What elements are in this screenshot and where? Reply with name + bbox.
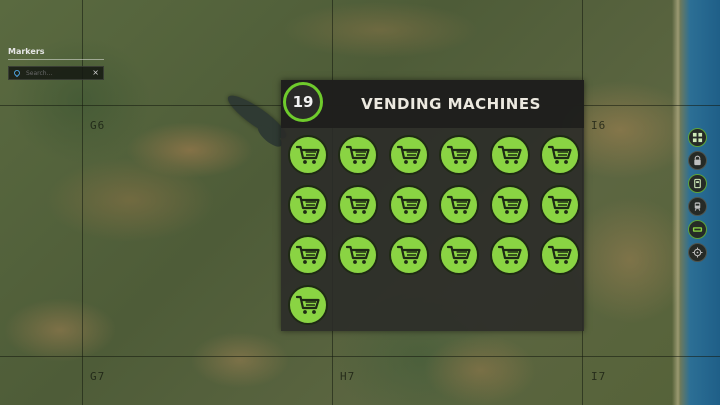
popup-header: 19 VENDING MACHINES [281,80,584,128]
shopping-cart-icon [547,245,572,264]
shopping-cart-icon [396,145,421,164]
vending-machine-button[interactable] [489,135,530,175]
map-pin-icon [12,68,22,78]
shopping-cart-icon [346,245,370,264]
markers-search-input[interactable] [26,69,93,77]
grid-toggle-button[interactable] [688,128,707,147]
popup-title: VENDING MACHINES [361,95,541,113]
vending-machine-button[interactable] [288,185,328,225]
grid-line [82,0,83,405]
center-on-player-button[interactable] [688,243,707,262]
shoreline [672,0,682,405]
vending-machine-button[interactable] [338,235,379,275]
vending-machine-button[interactable] [439,235,480,275]
vending-machine-grid [288,135,580,325]
close-icon[interactable]: × [92,68,99,77]
vending-machine-button[interactable] [539,235,580,275]
shopping-cart-icon [346,195,370,214]
vending-machine-button[interactable] [388,135,429,175]
vending-machine-button[interactable] [388,235,429,275]
vending-machine-button[interactable] [489,235,530,275]
vending-machine-button[interactable] [539,185,580,225]
monument-toggle-button[interactable] [688,174,707,193]
train-icon [694,202,701,211]
monument-icon [694,178,701,189]
shopping-cart-icon [346,145,370,164]
shopping-cart-icon [295,245,320,264]
shopping-cart-icon [396,195,421,214]
vending-machine-button[interactable] [288,285,328,325]
shopping-cart-icon [447,195,471,214]
vending-count-badge: 19 [283,82,323,122]
shopping-cart-icon [447,245,471,264]
map-toolbar [688,128,708,266]
vending-machine-button[interactable] [439,185,480,225]
vending-machine-button[interactable] [288,135,328,175]
markers-panel: Markers × [8,47,104,80]
lock-icon [694,155,701,166]
grid-cell-label: G7 [90,370,106,383]
grid-cell-label: I7 [591,370,607,383]
shopping-cart-icon [497,245,522,264]
vending-machine-button[interactable] [539,135,580,175]
shopping-cart-icon [547,145,572,164]
vending-count: 19 [292,93,314,111]
vending-machine-button[interactable] [338,185,379,225]
vending-machine-button[interactable] [388,185,429,225]
grid-icon [692,132,703,143]
vending-machine-button[interactable] [338,135,379,175]
shopping-cart-icon [396,245,421,264]
shopping-cart-icon [295,145,320,164]
grid-cell-label: H7 [340,370,356,383]
card-icon [692,227,703,232]
shopping-cart-icon [447,145,471,164]
shopping-cart-icon [295,295,320,314]
vending-machine-button[interactable] [489,185,530,225]
vending-machines-popup: 19 VENDING MACHINES [281,80,584,331]
train-toggle-button[interactable] [688,197,707,216]
shopping-cart-icon [295,195,320,214]
shopping-cart-icon [547,195,572,214]
shopping-cart-icon [497,145,522,164]
card-toggle-button[interactable] [688,220,707,239]
grid-cell-label: G6 [90,119,106,132]
markers-search-box[interactable]: × [8,66,104,80]
lock-toggle-button[interactable] [688,151,707,170]
grid-line [0,356,720,357]
vending-machine-button[interactable] [439,135,480,175]
shopping-cart-icon [497,195,522,214]
crosshair-icon [692,247,703,258]
grid-cell-label: I6 [591,119,607,132]
vending-machine-button[interactable] [288,235,328,275]
markers-title: Markers [8,47,104,60]
